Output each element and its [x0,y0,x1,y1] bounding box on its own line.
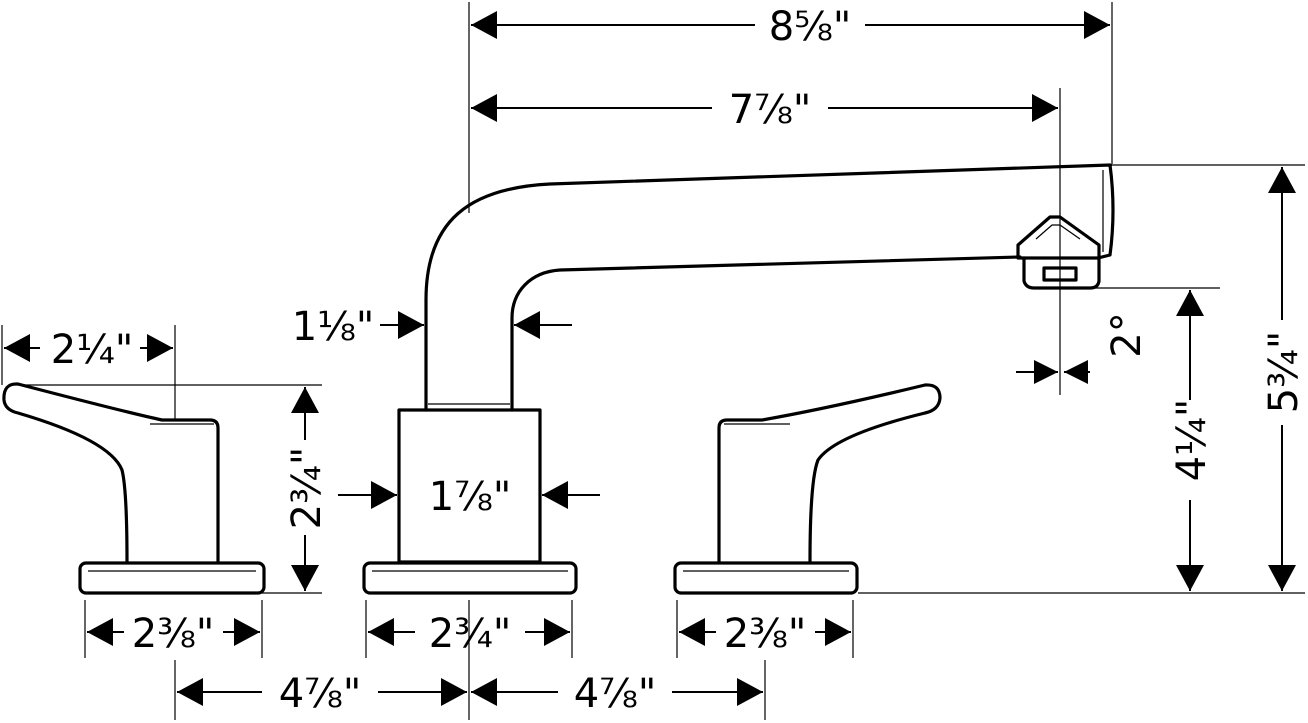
left-handle [2,382,220,564]
outlet-angle-label: 2° [1104,312,1150,357]
left-base-width-label: 2⅜" [132,611,215,657]
dim-spout-reach-outlet: 7⅞" [471,87,1058,133]
dim-handle-length: 2¼" [4,327,173,373]
spacing-right-label: 4⅞" [574,671,657,717]
right-base [673,561,859,595]
handle-height-label: 2¾" [284,447,330,530]
total-height-label: 5¾" [1261,331,1307,414]
outlet-height-label: 4¼" [1169,399,1215,482]
spout-reach-outlet-label: 7⅞" [729,87,812,133]
dim-outlet-height: 4¼" [1169,290,1215,591]
aerator [1016,215,1101,290]
right-handle [717,383,942,564]
left-base [78,561,266,595]
dim-spacing-right: 4⅞" [471,671,763,717]
right-base-width-label: 2⅜" [724,611,807,657]
spout [424,163,1115,412]
dim-spout-body-width: 1⅞" [338,474,600,520]
dim-total-height: 5¾" [1261,167,1307,591]
dim-spout-reach-total: 8⅝" [471,4,1110,50]
dim-outlet-angle: 2° [1016,312,1150,384]
dim-center-base-width: 2¾" [368,611,570,657]
dim-left-base-width: 2⅜" [87,611,260,657]
handle-length-label: 2¼" [51,327,134,373]
dim-handle-height: 2¾" [284,387,330,591]
spout-body-width-label: 1⅞" [429,474,512,520]
spout-reach-total-label: 8⅝" [769,4,852,50]
spout-neck-label: 1⅛" [292,304,375,350]
center-base [362,561,578,595]
spacing-left-label: 4⅞" [279,671,362,717]
dim-spout-neck: 1⅛" [292,304,572,350]
dim-right-base-width: 2⅜" [679,611,851,657]
center-base-width-label: 2¾" [429,611,512,657]
dim-spacing-left: 4⅞" [177,671,467,717]
